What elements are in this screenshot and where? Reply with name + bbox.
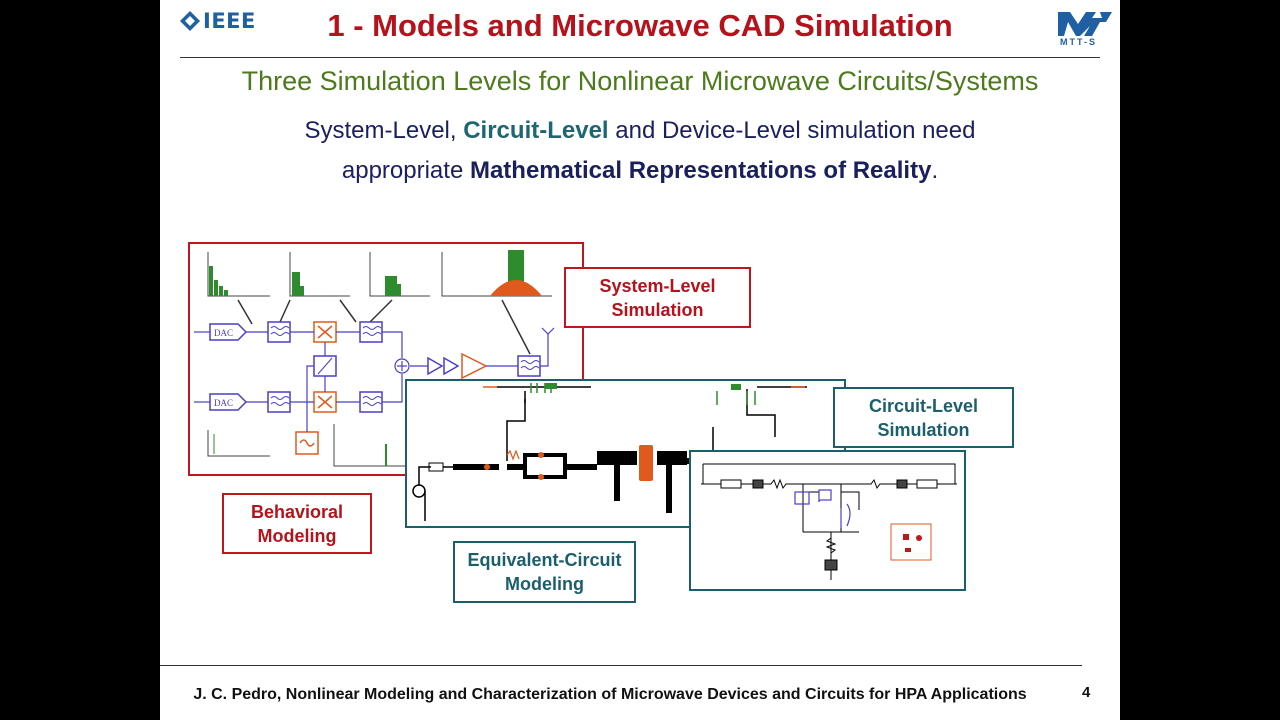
label-text: Circuit-Level Simulation [868, 395, 979, 440]
body-text: System-Level, [304, 117, 464, 144]
body-line-2: appropriate Mathematical Representations… [160, 157, 1120, 185]
label-text: System-Level Simulation [599, 275, 716, 320]
body-emphasis-circuit-level: Circuit-Level [463, 117, 609, 144]
behavioral-modeling-label: Behavioral Modeling [222, 493, 372, 554]
dac-label-1: DAC [214, 328, 233, 338]
system-level-simulation-label: System-Level Simulation [564, 267, 751, 328]
ieee-logo-icon [180, 11, 200, 31]
footer-citation: J. C. Pedro, Nonlinear Modeling and Char… [193, 686, 1027, 703]
dac-label-2: DAC [214, 398, 233, 408]
circuit-level-simulation-label: Circuit-Level Simulation [833, 387, 1014, 448]
ieee-logo-text: IEEE [203, 9, 256, 33]
label-text: Equivalent-Circuit Modeling [467, 550, 622, 594]
body-text: appropriate [341, 157, 470, 184]
title-divider [180, 57, 1100, 58]
equivalent-circuit-modeling-label: Equivalent-Circuit Modeling [453, 541, 636, 603]
body-text: and Device-Level simulation need [608, 117, 976, 144]
slide-subtitle: Three Simulation Levels for Nonlinear Mi… [241, 66, 1039, 96]
body-text: . [931, 157, 939, 184]
mixer-icon [295, 321, 488, 455]
circuit-level-schematic [405, 379, 846, 528]
device-equivalent-circuit [689, 450, 966, 591]
slide-title: 1 - Models and Microwave CAD Simulation [327, 8, 953, 43]
page-number: 4 [1082, 684, 1091, 701]
mtt-s-logo: MTT-S [1056, 8, 1114, 48]
body-line-1: System-Level, Circuit-Level and Device-L… [160, 117, 1120, 145]
body-emphasis-math: Mathematical Representations of Reality [469, 157, 932, 184]
mtt-s-logo-icon [1058, 12, 1112, 36]
slide: IEEE 1 - Models and Microwave CAD Simula… [160, 0, 1120, 720]
mtt-s-logo-text: MTT-S [1060, 37, 1097, 47]
footer-divider [160, 665, 1082, 666]
label-text: Behavioral Modeling [250, 501, 344, 546]
ieee-logo: IEEE [180, 8, 270, 34]
